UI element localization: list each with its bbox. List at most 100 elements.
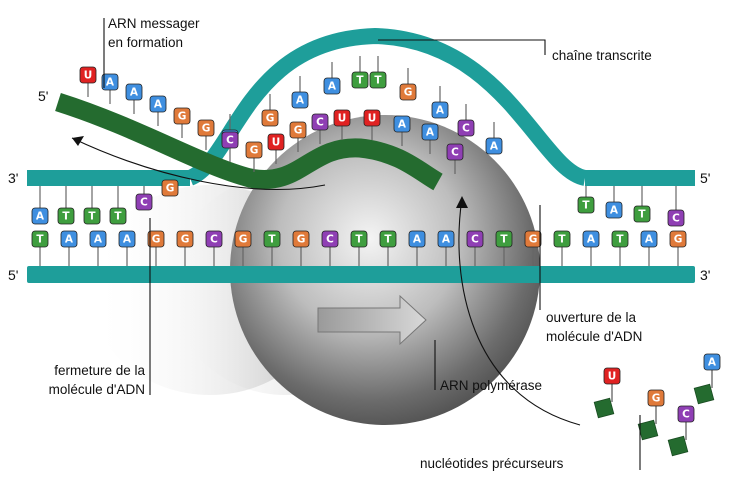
template-base-letter: T	[616, 234, 624, 246]
coding-base-bubble-letter: A	[436, 105, 445, 117]
coding-base-bubble-letter: A	[490, 141, 499, 153]
coding-base-right: T	[633, 186, 651, 223]
mrna-label-line1: ARN messager	[108, 16, 200, 31]
template-base-letter: A	[587, 234, 596, 246]
free-nucleotide: U	[593, 367, 621, 419]
rna-base: A	[149, 95, 167, 126]
rna-base-letter: A	[426, 127, 435, 139]
free-nucleotide: G	[637, 389, 665, 441]
nucleotide-entry-arrow	[456, 196, 581, 426]
template-base: C	[321, 230, 339, 266]
template-base: G	[524, 230, 542, 266]
coding-base-left: T	[83, 186, 101, 225]
opening-label-line1: ouverture de la	[546, 310, 637, 325]
coding-base-right-letter: C	[672, 213, 680, 225]
coding-base-left-letter: T	[88, 211, 96, 223]
rna-base-letter: A	[130, 87, 139, 99]
template-strand-bar	[27, 266, 695, 283]
coding-base-right-letter: T	[582, 200, 590, 212]
template-base-letter: T	[36, 234, 44, 246]
coding-base-bubble: C	[457, 104, 475, 137]
rna-base-letter: A	[154, 99, 163, 111]
rna-base-letter: C	[316, 117, 324, 129]
rna-base: G	[173, 107, 191, 138]
rna-base: C	[311, 113, 329, 144]
precursors-label: nucléotides précurseurs	[420, 456, 564, 471]
rna-base-letter: G	[178, 111, 187, 123]
free-nucleotide-base-letter: A	[708, 357, 717, 369]
coding-base-right: A	[605, 186, 623, 219]
coding-base-bubble: T	[351, 56, 369, 89]
coding-base-bubble-letter: T	[374, 75, 382, 87]
template-base-letter: G	[181, 234, 190, 246]
coding-base-left: C	[135, 186, 153, 211]
closing-label-line1: fermeture de la	[54, 363, 145, 378]
rna-base-letter: G	[202, 123, 211, 135]
template-base: A	[60, 230, 78, 266]
coding-base-left: T	[109, 186, 127, 225]
coding-base-left-letter: G	[166, 183, 175, 195]
coding-base-left: G	[161, 179, 179, 197]
coding-base-right-letter: A	[610, 205, 619, 217]
leader-lines	[103, 18, 641, 470]
rna-exit-arrow	[71, 136, 326, 190]
template-base-letter: T	[268, 234, 276, 246]
template-base: T	[611, 230, 629, 266]
template-base: G	[147, 230, 165, 266]
rna-base: U	[333, 109, 351, 140]
rna-base-letter: U	[84, 70, 93, 82]
template-base: T	[379, 230, 397, 266]
free-nucleotide-base: G	[647, 389, 665, 407]
free-nucleotide-base-letter: C	[682, 409, 690, 421]
rna-base: A	[101, 73, 119, 104]
template-base-letter: A	[645, 234, 654, 246]
template-base-letter: G	[674, 234, 683, 246]
rna-base-letter: C	[451, 147, 459, 159]
template-base: A	[640, 230, 658, 266]
rna-base-letter: G	[250, 145, 259, 157]
template-base-letter: C	[326, 234, 334, 246]
rna-base-letter: A	[106, 77, 115, 89]
coding-base-bubble: A	[291, 76, 309, 109]
coding-base-left-letter: A	[36, 211, 45, 223]
free-nucleotide: C	[667, 405, 695, 457]
coding-base-bubble: A	[323, 62, 341, 95]
template-base-letter: C	[210, 234, 218, 246]
coding-base-bubble: G	[261, 94, 279, 127]
base-pairs: TAAAGGCGTGCTTAACTGTATAGATTTCGAGAATTGACAT…	[31, 56, 687, 266]
coding-base-right-letter: T	[638, 209, 646, 221]
rna-base: A	[421, 123, 439, 154]
free-nucleotide: A	[693, 353, 721, 405]
rna-base-letter: A	[398, 119, 407, 131]
coding-base-bubble-letter: T	[356, 75, 364, 87]
free-nucleotide-base-letter: U	[608, 371, 617, 383]
coding-base-bubble-letter: C	[462, 123, 470, 135]
coding-base-left-letter: C	[140, 197, 148, 209]
lower-left-end-label: 5'	[8, 267, 18, 283]
template-base: A	[437, 230, 455, 266]
upper-left-end-label: 3'	[8, 170, 18, 186]
free-nucleotide-base: U	[603, 367, 621, 385]
mrna-5prime-label: 5'	[38, 88, 48, 104]
template-base: G	[234, 230, 252, 266]
template-base-letter: T	[500, 234, 508, 246]
upper-right-end-label: 5'	[700, 170, 710, 186]
template-base-letter: G	[152, 234, 161, 246]
opening-label-line2: molécule d'ADN	[546, 329, 642, 344]
template-base-letter: T	[355, 234, 363, 246]
template-base-letter: A	[65, 234, 74, 246]
template-base: T	[350, 230, 368, 266]
coding-base-left-letter: T	[114, 211, 122, 223]
rna-base: C	[221, 131, 239, 162]
template-strand	[27, 266, 695, 283]
template-base: G	[292, 230, 310, 266]
coding-base-bubble: A	[431, 86, 449, 119]
template-base: T	[31, 230, 49, 266]
coding-base-bubble: A	[485, 122, 503, 155]
free-nucleotide-base-letter: G	[652, 393, 661, 405]
coding-base-bubble-letter: A	[328, 81, 337, 93]
template-base: T	[495, 230, 513, 266]
coding-base-bubble: T	[369, 56, 387, 89]
